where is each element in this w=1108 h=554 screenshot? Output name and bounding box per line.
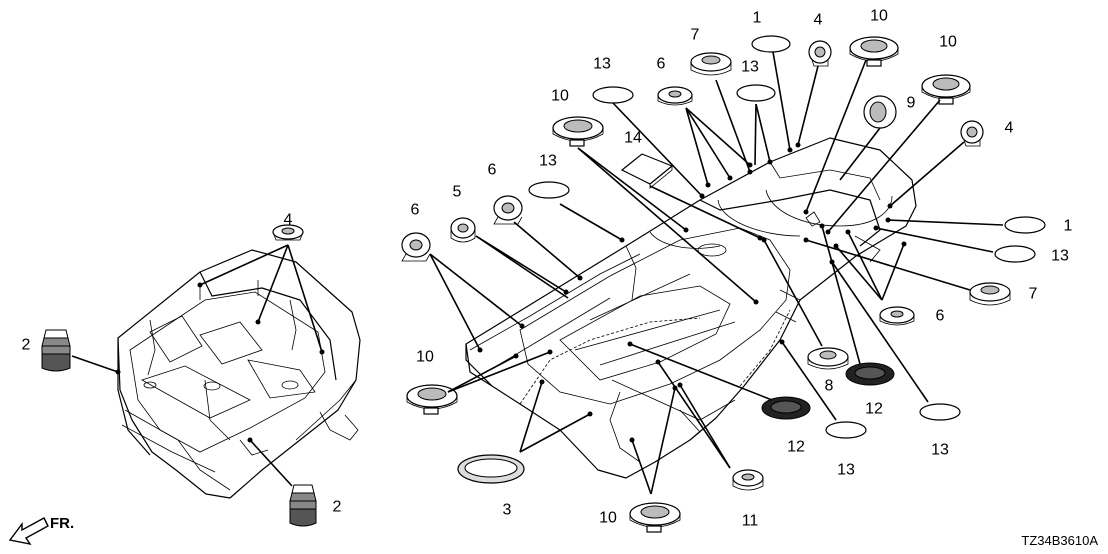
- part-10-grommet-right: [921, 74, 971, 105]
- callout-label: 9: [907, 95, 916, 112]
- front-direction-indicator: FR.: [8, 515, 74, 546]
- part-8-grommet: [807, 347, 849, 370]
- part-13-seal-f: [919, 403, 961, 421]
- callout-label: 10: [599, 510, 617, 527]
- callout-label: 13: [593, 56, 611, 73]
- direction-arrow-icon: [8, 517, 49, 546]
- callout-label: 4: [1005, 120, 1014, 137]
- callout-label: 3: [503, 502, 512, 519]
- callout-label: 13: [1051, 248, 1069, 265]
- part-6-grommet-mid: [493, 195, 523, 225]
- callout-label: 13: [931, 442, 949, 459]
- part-13-seal-a: [592, 86, 634, 104]
- direction-label: FR.: [50, 515, 74, 532]
- callout-label: 6: [488, 162, 497, 179]
- callout-label: 1: [1064, 218, 1073, 235]
- part-13-seal-e: [825, 421, 867, 439]
- part-13-seal-b: [736, 84, 776, 102]
- callout-label: 14: [624, 130, 642, 147]
- part-3-seal: [457, 454, 525, 484]
- attachment-points: [115, 142, 907, 443]
- part-13-seal-c: [528, 181, 570, 199]
- callout-label: 6: [411, 202, 420, 219]
- part-1-seal-right: [1004, 216, 1046, 234]
- part-icons: [41, 35, 1046, 533]
- callout-label: 4: [814, 12, 823, 29]
- part-4-grommet-left: [272, 224, 304, 241]
- part-5-grommet: [450, 217, 476, 243]
- part-6-grommet-left: [401, 232, 431, 262]
- part-2-bumper-left: [41, 329, 71, 372]
- callout-label: 13: [837, 462, 855, 479]
- callout-label: 12: [865, 401, 883, 418]
- callout-label: 13: [539, 153, 557, 170]
- part-10-grommet-mid: [552, 116, 604, 147]
- callout-label: 2: [22, 337, 31, 354]
- front-body-structure: [117, 249, 361, 499]
- callout-label: 10: [939, 34, 957, 51]
- part-1-seal-top: [751, 35, 791, 53]
- callout-label: 7: [1029, 286, 1038, 303]
- callout-label: 7: [691, 27, 700, 44]
- part-4-grommet-top: [808, 40, 832, 67]
- part-10-grommet-top: [849, 36, 899, 67]
- part-7-grommet-top: [690, 52, 732, 76]
- part-2-bumper-right: [289, 484, 317, 527]
- part-12-plug-left: [761, 396, 811, 420]
- callout-label: 13: [741, 59, 759, 76]
- part-13-seal-d: [994, 245, 1036, 263]
- callout-labels: 1 4 10 10 7 9 13 6 13 4 10 14 6 13 5 6 1…: [22, 8, 1073, 530]
- callout-label: 6: [657, 56, 666, 73]
- part-10-grommet-bottom: [629, 502, 681, 533]
- floor-pan: [465, 137, 917, 479]
- part-12-plug-right: [845, 362, 895, 386]
- diagram-reference-code: TZ34B3610A: [1021, 533, 1098, 548]
- callout-label: 12: [787, 439, 805, 456]
- callout-label: 8: [825, 378, 834, 395]
- part-9-grommet: [863, 95, 897, 129]
- part-6-grommet-right: [879, 306, 915, 326]
- part-6-grommet-top: [657, 86, 693, 106]
- part-14-pad: [620, 153, 674, 185]
- callout-label: 4: [284, 212, 293, 229]
- part-10-grommet-left: [406, 384, 458, 415]
- leader-lines: [71, 51, 1004, 495]
- callout-label: 10: [870, 8, 888, 25]
- callout-label: 10: [416, 349, 434, 366]
- part-4-grommet-right: [960, 120, 984, 147]
- part-7-grommet-right: [969, 282, 1011, 306]
- callout-label: 11: [742, 513, 759, 530]
- callout-label: 10: [551, 88, 569, 105]
- callout-label: 1: [753, 10, 762, 27]
- part-11-grommet: [732, 469, 764, 491]
- callout-label: 6: [936, 308, 945, 325]
- callout-label: 5: [453, 184, 462, 201]
- callout-label: 2: [333, 499, 342, 516]
